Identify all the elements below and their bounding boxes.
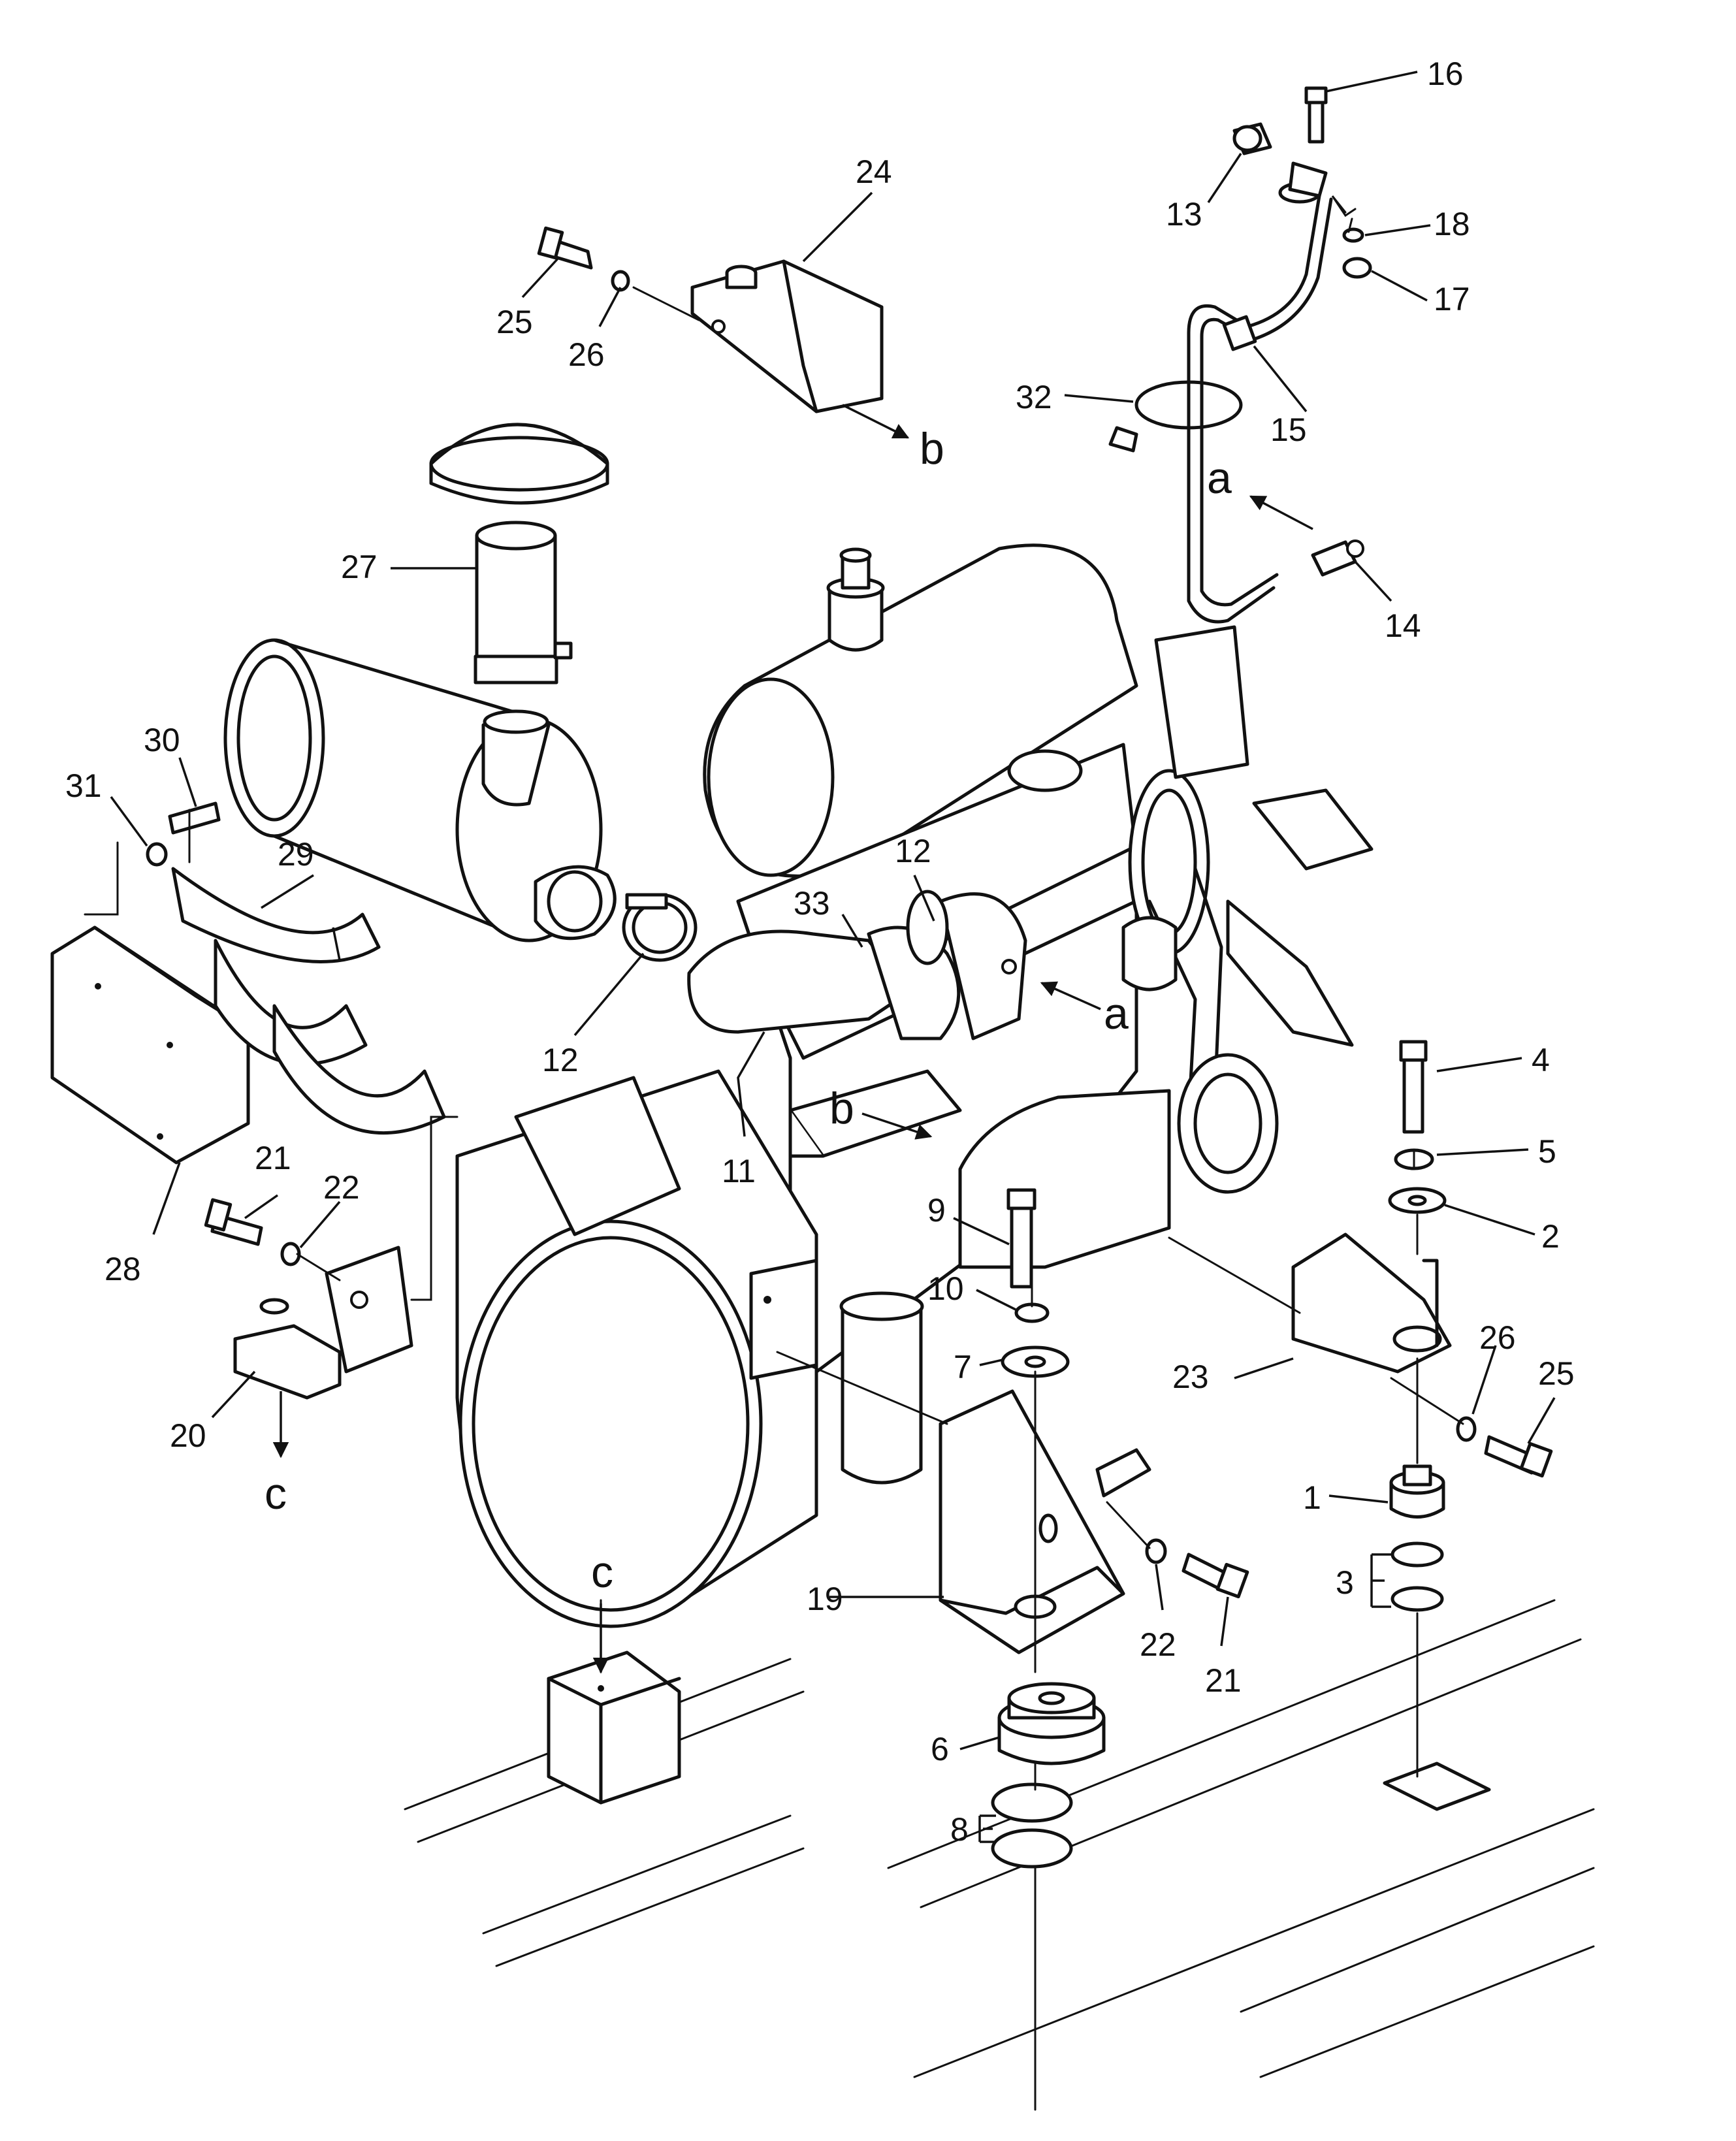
bracket-20	[233, 1246, 413, 1400]
vent-pipe	[1108, 194, 1333, 624]
label-part-18: 18	[1434, 206, 1470, 242]
label-part-5: 5	[1538, 1133, 1556, 1170]
label-part-9: 9	[927, 1192, 946, 1229]
label-part-10: 10	[927, 1270, 964, 1307]
bracket-19	[939, 1389, 1151, 1654]
air-cleaner	[223, 638, 617, 942]
label-part-33: 33	[794, 885, 830, 922]
label-part-12-right: 12	[895, 833, 931, 869]
hose-clamp-12	[622, 893, 698, 962]
label-part-7: 7	[954, 1349, 972, 1385]
label-part-26-top: 26	[568, 336, 605, 373]
label-part-30: 30	[144, 722, 180, 758]
bracket-23	[1291, 1232, 1452, 1374]
label-part-21-right: 21	[1205, 1662, 1242, 1699]
label-part-14: 14	[1385, 607, 1421, 644]
label-part-6: 6	[931, 1731, 949, 1767]
muffler	[703, 543, 1138, 878]
label-part-8: 8	[950, 1811, 969, 1848]
intake-pipe-27	[474, 521, 573, 684]
small-parts	[146, 86, 1553, 1869]
label-part-29: 29	[278, 836, 314, 873]
label-part-20: 20	[170, 1417, 206, 1454]
label-part-4: 4	[1532, 1042, 1550, 1078]
label-part-17: 17	[1434, 281, 1470, 317]
label-part-27: 27	[341, 549, 378, 585]
label-ref-b-top: b	[920, 424, 944, 474]
label-part-23: 23	[1172, 1359, 1209, 1395]
label-part-31: 31	[65, 767, 102, 804]
label-part-3: 3	[1336, 1564, 1354, 1601]
label-part-2: 2	[1541, 1218, 1560, 1255]
label-ref-a-engine: a	[1104, 989, 1129, 1038]
label-ref-c-bottom: c	[591, 1547, 613, 1597]
label-part-28: 28	[104, 1251, 141, 1287]
intake-elbow-hose-11	[687, 890, 1027, 1040]
label-part-16: 16	[1427, 56, 1464, 92]
label-part-25-top: 25	[496, 304, 533, 340]
oil-filter	[839, 1291, 924, 1485]
leader-lines	[110, 71, 1556, 1843]
label-part-21-left: 21	[255, 1140, 291, 1176]
label-part-1: 1	[1303, 1479, 1321, 1516]
label-part-26-right: 26	[1479, 1319, 1516, 1356]
label-ref-c-left: c	[265, 1469, 287, 1519]
air-cleaner-cap	[429, 423, 609, 505]
label-part-12-left: 12	[542, 1042, 579, 1078]
label-ref-a-top: a	[1207, 453, 1232, 503]
label-part-15: 15	[1270, 411, 1307, 448]
label-part-11: 11	[722, 1153, 756, 1189]
bracket-24	[690, 259, 884, 413]
label-part-32: 32	[1016, 379, 1052, 415]
label-ref-b-engine: b	[829, 1084, 854, 1133]
label-part-25-right: 25	[1538, 1355, 1575, 1392]
flywheel-housing	[455, 1069, 818, 1628]
straps-29	[171, 867, 446, 1135]
label-part-22-left: 22	[323, 1169, 360, 1206]
label-part-19: 19	[807, 1581, 843, 1617]
reference-arrows	[272, 404, 1313, 1674]
part-number-labels: 1 2 3 4 5 6 7 8 9 10 11 12 12 13 14 15 1…	[65, 56, 1575, 1848]
label-part-13: 13	[1166, 196, 1202, 233]
label-part-24: 24	[856, 153, 892, 190]
label-part-22-right: 22	[1140, 1626, 1176, 1663]
reference-letter-labels: a a b b c c	[265, 424, 1232, 1597]
